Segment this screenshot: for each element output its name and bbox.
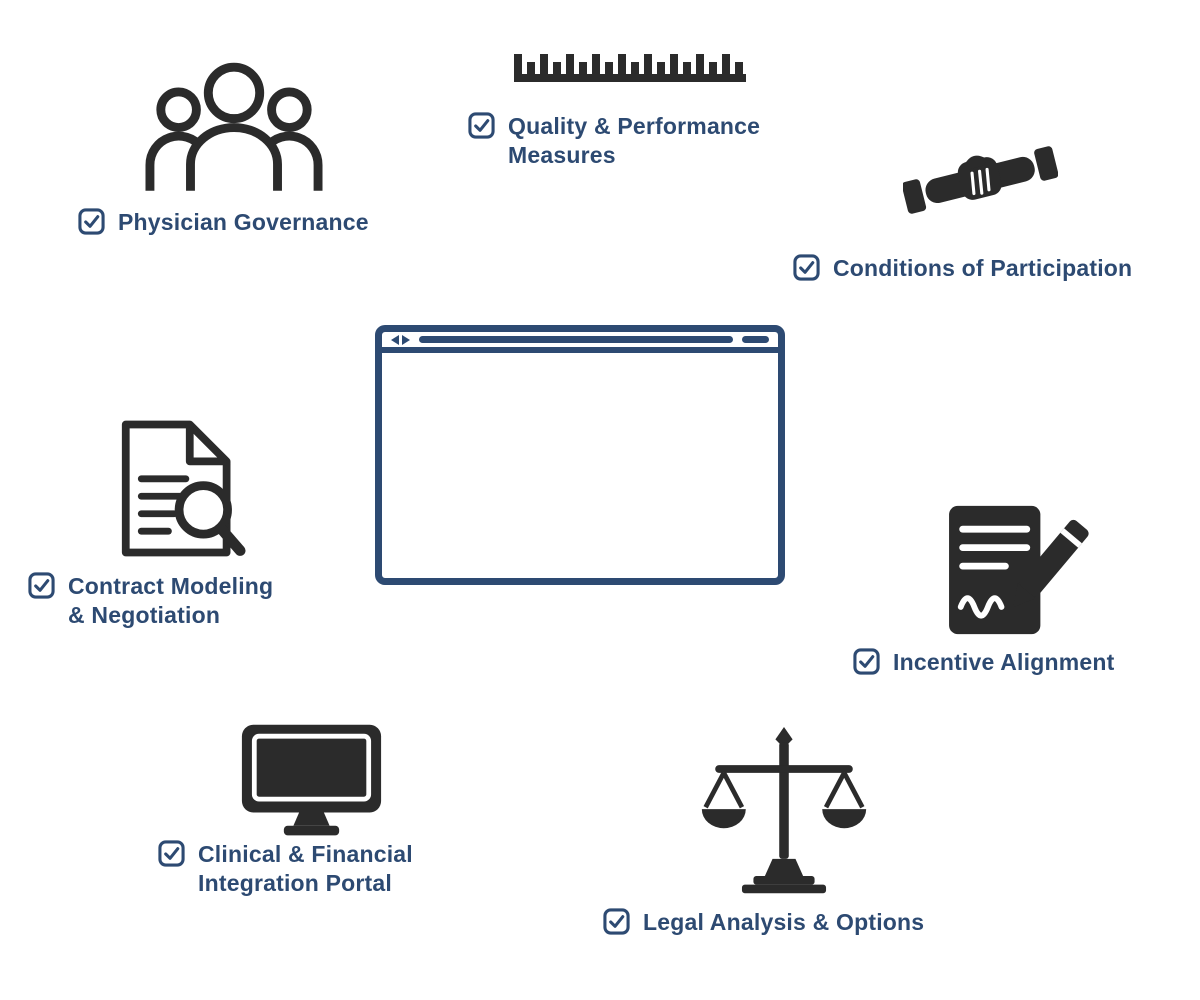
- item-label: Incentive Alignment: [893, 648, 1114, 677]
- label-line: Incentive Alignment: [893, 649, 1115, 675]
- label-line: Legal Analysis & Options: [643, 909, 925, 935]
- ruler-icon: [514, 54, 746, 82]
- item-label: Conditions of Participation: [833, 254, 1132, 283]
- label-line: Contract Modeling: [68, 573, 274, 599]
- checkbox-icon[interactable]: [853, 648, 880, 675]
- browser-window-icon: [375, 325, 785, 585]
- checkbox-icon[interactable]: [158, 840, 185, 867]
- item-quality-performance-measures: Quality & Performance Measures: [468, 112, 760, 170]
- label-line: Integration Portal: [198, 870, 393, 896]
- item-label: Contract Modeling & Negotiation: [68, 572, 273, 630]
- document-search-icon: [118, 418, 246, 560]
- back-arrow-icon: [391, 334, 399, 345]
- item-contract-modeling-negotiation: Contract Modeling & Negotiation: [28, 572, 273, 630]
- label-line: & Negotiation: [68, 602, 221, 628]
- item-clinical-financial-integration-portal: Clinical & Financial Integration Portal: [158, 840, 413, 898]
- forward-arrow-icon: [402, 334, 410, 345]
- item-label: Physician Governance: [118, 208, 369, 237]
- scales-of-justice-icon: [698, 726, 870, 898]
- label-line: Clinical & Financial: [198, 841, 413, 867]
- item-legal-analysis-options: Legal Analysis & Options: [603, 908, 924, 937]
- item-conditions-of-participation: Conditions of Participation: [793, 254, 1132, 283]
- checkbox-icon[interactable]: [28, 572, 55, 599]
- contract-pencil-icon: [945, 502, 1093, 638]
- item-label: Legal Analysis & Options: [643, 908, 924, 937]
- item-label: Quality & Performance Measures: [508, 112, 760, 170]
- label-line: Physician Governance: [118, 209, 369, 235]
- monitor-icon: [240, 722, 383, 840]
- item-physician-governance: Physician Governance: [78, 208, 369, 237]
- people-group-icon: [145, 62, 323, 196]
- handshake-icon: [903, 130, 1058, 233]
- label-line: Measures: [508, 142, 616, 168]
- checkbox-icon[interactable]: [78, 208, 105, 235]
- checkbox-icon[interactable]: [793, 254, 820, 281]
- item-incentive-alignment: Incentive Alignment: [853, 648, 1114, 677]
- item-label: Clinical & Financial Integration Portal: [198, 840, 413, 898]
- label-line: Conditions of Participation: [833, 255, 1133, 281]
- checkbox-icon[interactable]: [468, 112, 495, 139]
- checkbox-icon[interactable]: [603, 908, 630, 935]
- toolbar-stub: [742, 336, 769, 343]
- label-line: Quality & Performance: [508, 113, 761, 139]
- browser-toolbar: [382, 332, 778, 353]
- address-bar: [419, 336, 733, 343]
